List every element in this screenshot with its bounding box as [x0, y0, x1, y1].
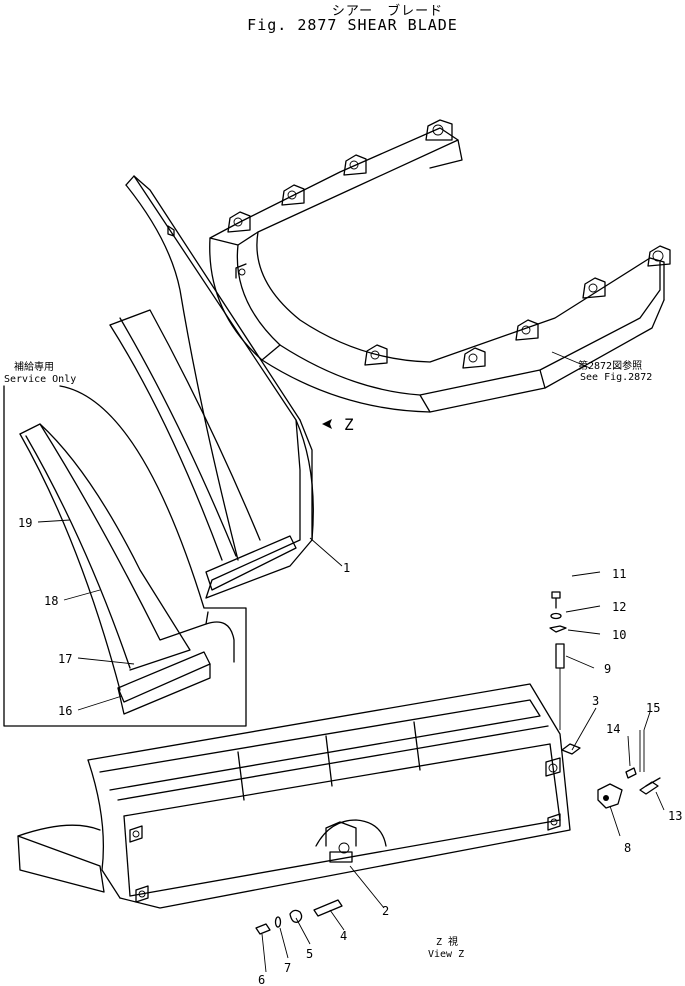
view-z-blade-assembly	[17, 683, 571, 909]
view-z-arrow	[322, 419, 332, 429]
part-number-8: 8	[624, 841, 631, 855]
shear-blade	[109, 175, 314, 599]
part-number-2: 2	[382, 904, 389, 918]
part-number-7: 7	[284, 961, 291, 975]
part-number-16: 16	[58, 704, 72, 718]
part-number-10: 10	[612, 628, 626, 642]
hardware-parts	[255, 591, 661, 935]
part-number-19: 19	[18, 516, 32, 530]
view-z-caption: View Z	[428, 949, 464, 960]
see-fig-note: See Fig.2872	[580, 372, 652, 383]
part-number-18: 18	[44, 594, 58, 608]
part-number-11: 11	[612, 567, 626, 581]
part-number-1: 1	[343, 561, 350, 575]
part-number-3: 3	[592, 694, 599, 708]
figure-title: Fig. 2877 SHEAR BLADE	[247, 16, 458, 34]
part-number-14: 14	[606, 722, 620, 736]
part-number-5: 5	[306, 947, 313, 961]
service-only-note: Service Only	[4, 374, 76, 385]
part-number-13: 13	[668, 809, 682, 823]
see-fig-note-japanese: 第2872図参照	[578, 359, 642, 372]
figure-title-japanese: シアー ブレード	[331, 4, 444, 19]
part-number-9: 9	[604, 662, 611, 676]
view-z-caption-japanese: Z 視	[436, 935, 458, 948]
part-number-17: 17	[58, 652, 72, 666]
see-fig-leader	[551, 351, 591, 369]
service-only-note-japanese: 補給専用	[14, 360, 54, 373]
view-z-marker: Z	[344, 415, 354, 434]
part-number-4: 4	[340, 929, 347, 943]
part-number-6: 6	[258, 973, 265, 986]
frame-assembly	[209, 119, 671, 413]
part-number-15: 15	[646, 701, 660, 715]
service-only-box	[3, 385, 247, 727]
part-number-12: 12	[612, 600, 626, 614]
